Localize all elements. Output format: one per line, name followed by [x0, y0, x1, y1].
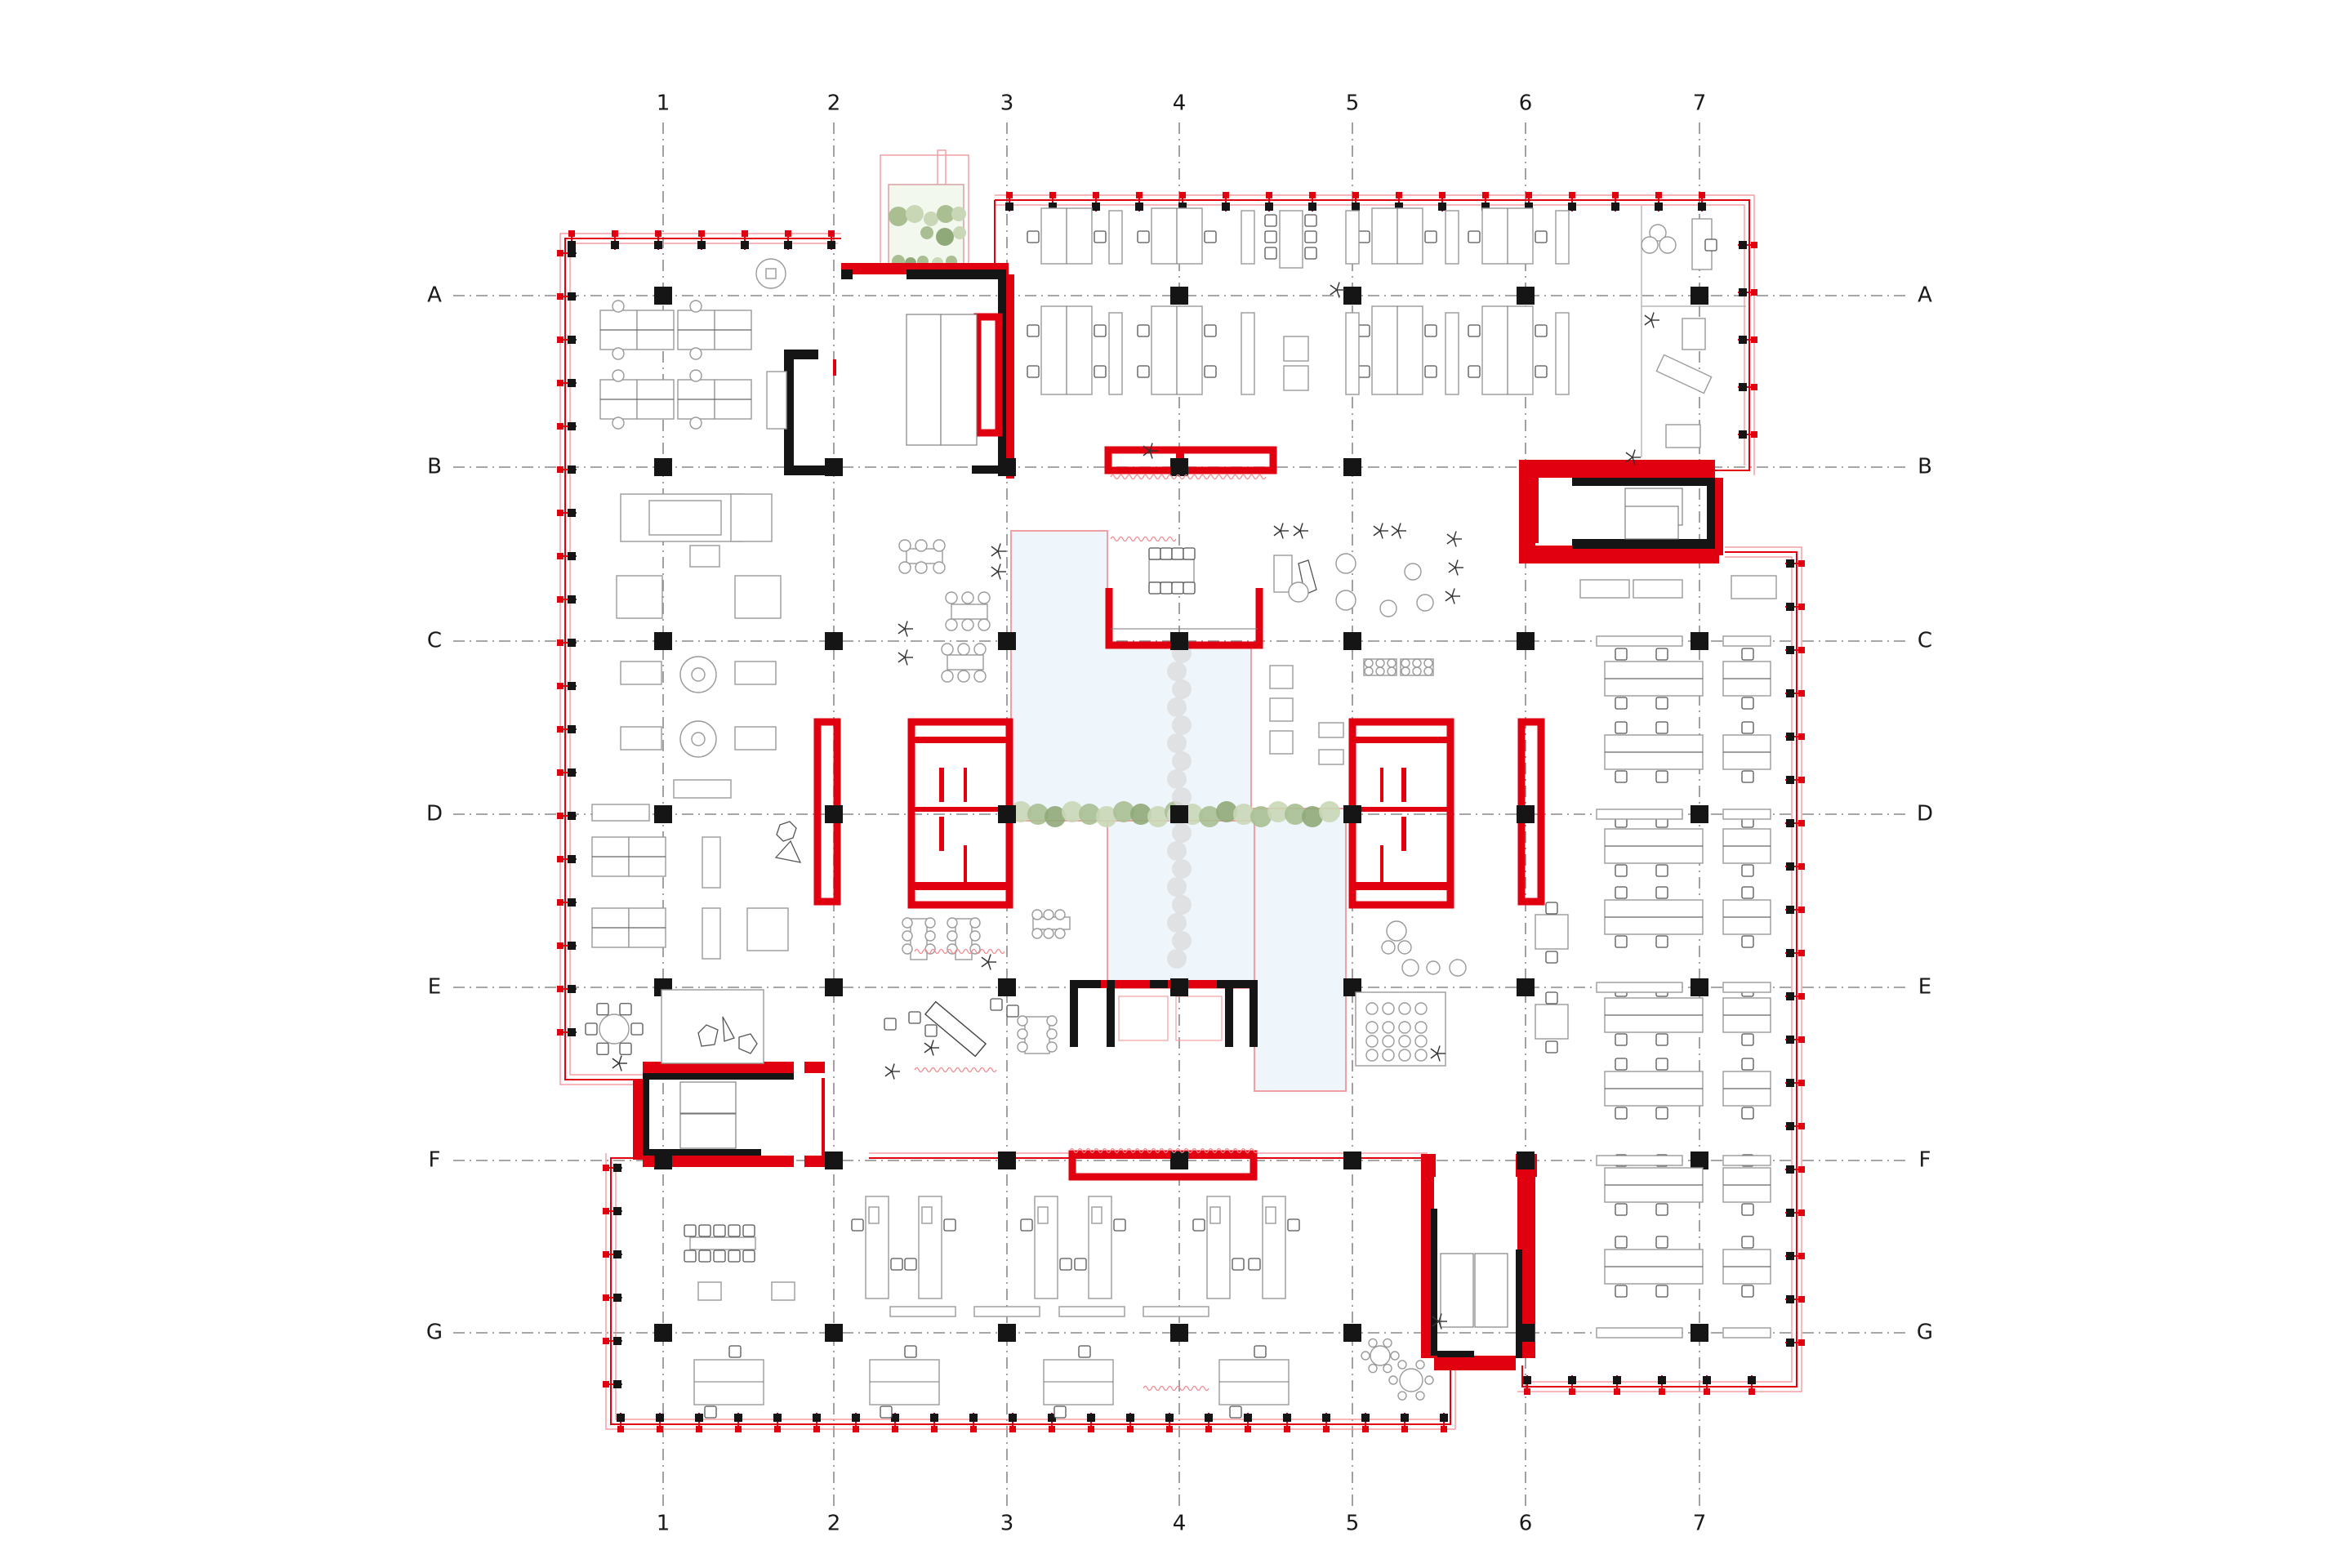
- col-label-bottom-5: 5: [1346, 1512, 1360, 1536]
- col-label-top-1: 1: [657, 91, 670, 116]
- facade-mullions: [557, 192, 1805, 1432]
- stair-right-lower: [1440, 1253, 1508, 1328]
- row-label-left-g: G: [426, 1321, 443, 1345]
- row-label-right-b: B: [1918, 455, 1932, 479]
- planting-strip: [1010, 644, 1340, 969]
- col-label-bottom-2: 2: [827, 1512, 841, 1536]
- row-label-right-a: A: [1918, 283, 1932, 308]
- row-label-right-f: F: [1919, 1148, 1931, 1173]
- row-label-right-c: C: [1918, 629, 1932, 653]
- stair-left-lower: [679, 1081, 737, 1149]
- row-label-right-d: D: [1917, 802, 1933, 826]
- row-label-right-e: E: [1918, 975, 1931, 1000]
- stair-top-right: [1624, 488, 1683, 540]
- col-label-bottom-6: 6: [1519, 1512, 1533, 1536]
- col-label-top-5: 5: [1346, 91, 1360, 116]
- col-label-bottom-3: 3: [1000, 1512, 1014, 1536]
- facade-outline: [559, 194, 1802, 1430]
- row-label-left-a: A: [427, 283, 442, 308]
- courtyard-planter: [880, 149, 969, 270]
- row-label-left-e: E: [428, 975, 441, 1000]
- row-label-left-b: B: [427, 455, 442, 479]
- col-label-top-4: 4: [1173, 91, 1187, 116]
- col-label-bottom-7: 7: [1693, 1512, 1707, 1536]
- core-walls: [633, 263, 1723, 1370]
- col-label-bottom-4: 4: [1173, 1512, 1187, 1536]
- row-label-right-g: G: [1917, 1321, 1933, 1345]
- col-label-top-7: 7: [1693, 91, 1707, 116]
- col-label-bottom-1: 1: [657, 1512, 670, 1536]
- row-label-left-d: D: [426, 802, 443, 826]
- row-label-left-f: F: [429, 1148, 441, 1173]
- structural-columns: [654, 287, 1708, 1342]
- col-label-top-3: 3: [1000, 91, 1014, 116]
- grid-labels: 1 2 3 4 5 6 7 1 2 3 4 5 6 7 A B C D E F …: [426, 91, 1933, 1536]
- col-label-top-2: 2: [827, 91, 841, 116]
- col-label-top-6: 6: [1519, 91, 1533, 116]
- stair-top-left: [906, 314, 978, 446]
- row-label-left-c: C: [427, 629, 442, 653]
- furniture: [585, 206, 1777, 1419]
